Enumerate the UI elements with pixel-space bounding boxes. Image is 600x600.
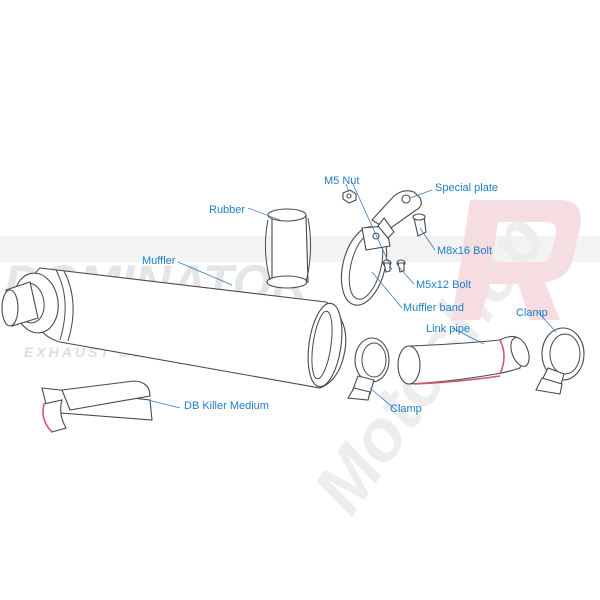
muffler-band (340, 225, 391, 306)
m8x16-bolt (412, 213, 427, 237)
m5x12-bolts (382, 259, 406, 273)
link-pipe (397, 335, 530, 385)
label-m5x12-bolt: M5x12 Bolt (416, 279, 471, 291)
clamp-right (535, 327, 585, 395)
labels: M5 Nut Special plate Rubber M8x16 Bolt M… (142, 175, 548, 415)
m5-nut (342, 189, 357, 204)
rubber (264, 208, 312, 289)
leader-lines (147, 181, 557, 411)
clamp-center (347, 337, 390, 401)
label-muffler-band: Muffler band (403, 302, 464, 314)
label-special-plate: Special plate (435, 182, 498, 194)
muffler-end-cap (1, 272, 59, 334)
label-link-pipe: Link pipe (426, 323, 470, 335)
db-killer (41, 380, 153, 433)
label-m8x16-bolt: M8x16 Bolt (437, 245, 492, 257)
label-rubber: Rubber (209, 204, 245, 216)
label-clamp-right: Clamp (516, 307, 548, 319)
label-db-killer: DB Killer Medium (184, 400, 269, 412)
watermark-r-logo (452, 200, 581, 320)
label-clamp-center: Clamp (390, 403, 422, 415)
label-m5-nut: M5 Nut (324, 175, 359, 187)
special-plate (371, 190, 422, 239)
muffler (29, 267, 347, 389)
label-muffler: Muffler (142, 255, 176, 267)
